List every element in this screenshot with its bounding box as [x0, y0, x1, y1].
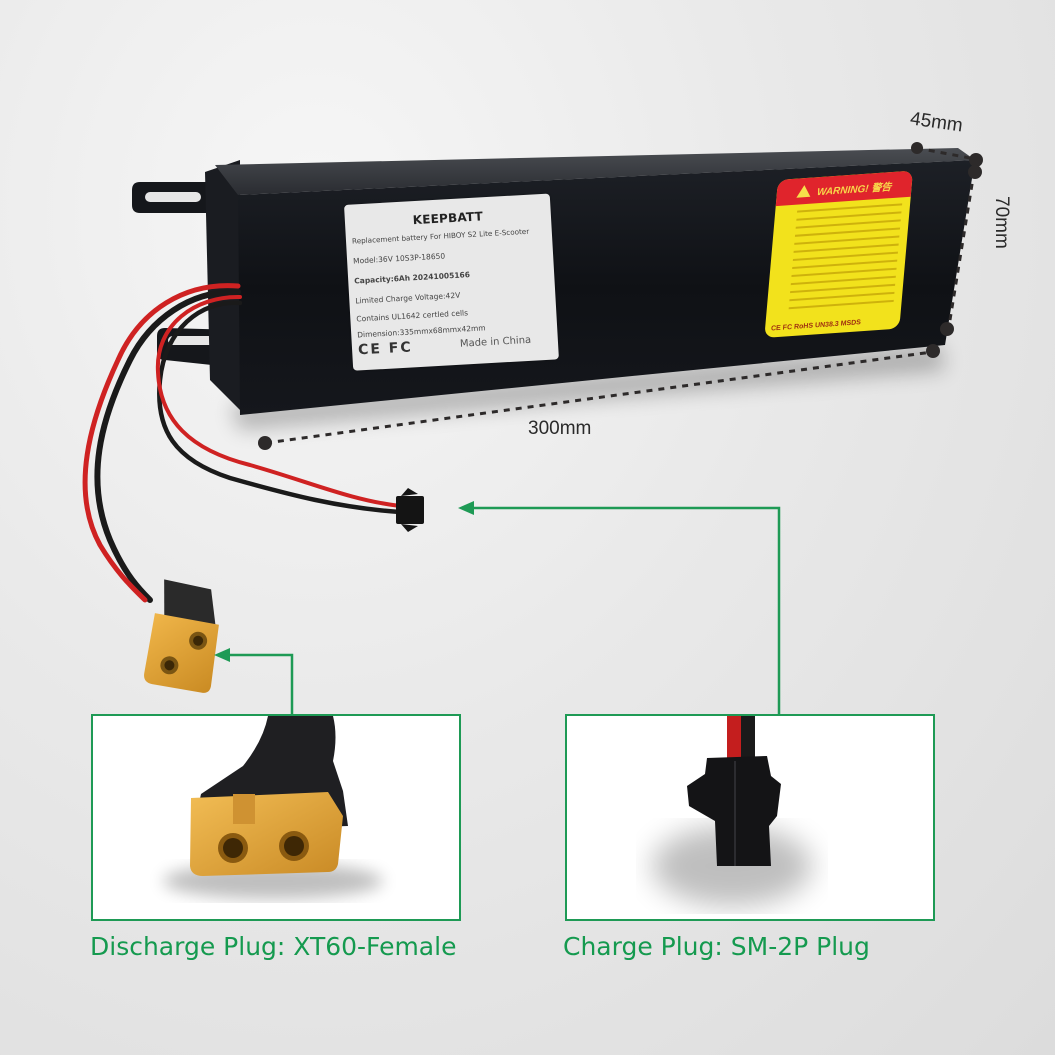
cert-marks: CE FC	[357, 339, 414, 359]
warning-title: WARNING! 警告	[816, 181, 892, 198]
xt60-closeup	[163, 716, 383, 899]
sm2p-connector	[396, 488, 424, 532]
battery-shadow	[230, 345, 945, 430]
label-line-dimension: Dimension:335mmx68mmx42mm	[357, 323, 486, 340]
dimension-length-label: 300mm	[528, 418, 592, 439]
charge-callout-arrow	[458, 501, 781, 715]
discharge-callout-arrow	[214, 648, 294, 715]
dimension-length-line	[258, 344, 940, 450]
dimension-width-line	[911, 142, 983, 167]
made-in-text: Made in China	[459, 334, 532, 350]
battery-top-face	[215, 148, 975, 195]
warning-footer: CE FC RoHS UN38.3 MSDS	[770, 319, 862, 333]
warning-sticker: WARNING! 警告 CE FC RoHS UN38.3 MSDS	[764, 170, 913, 338]
warning-text-lines	[788, 203, 903, 315]
charge-plug-detail-box	[565, 714, 935, 921]
label-line-cells: Contains UL1642 certled cells	[356, 308, 469, 324]
charge-plug-caption: Charge Plug: SM-2P Plug	[563, 932, 870, 961]
discharge-plug-detail-box	[91, 714, 461, 921]
dimension-height-line	[940, 165, 982, 336]
battery-spec-label: KEEPBATT Replacement battery For HIBOY S…	[344, 193, 559, 371]
wire-harness	[82, 283, 403, 603]
mounting-bracket-top	[132, 182, 215, 213]
label-line-capacity: Capacity:6Ah 20241005166	[354, 270, 471, 286]
dimension-height-label: 70mm	[991, 196, 1012, 249]
xt60-connector	[144, 579, 219, 693]
label-line-voltage: Limited Charge Voltage:42V	[355, 290, 461, 306]
label-line-model: Model:36V 10S3P-18650	[352, 251, 446, 266]
warning-triangle-icon	[796, 184, 812, 198]
sm2p-closeup	[652, 716, 812, 906]
discharge-plug-caption: Discharge Plug: XT60-Female	[90, 932, 457, 961]
label-line-description: Replacement battery For HIBOY S2 Lite E-…	[351, 226, 530, 246]
